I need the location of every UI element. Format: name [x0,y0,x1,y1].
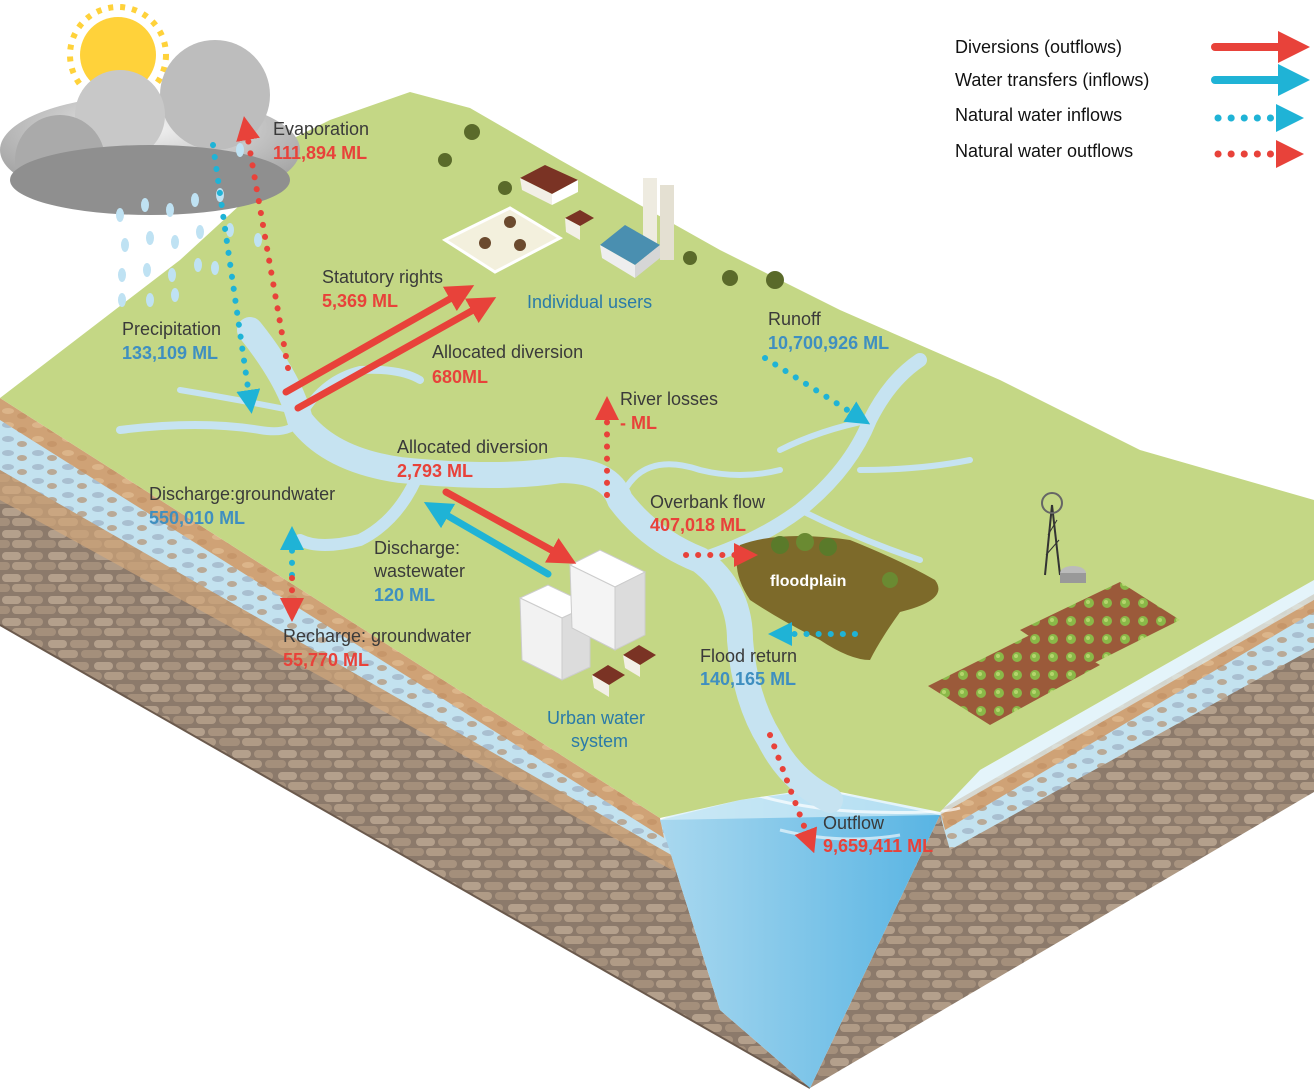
allocated-diversion-2-value: 2,793 ML [397,461,474,481]
legend-label-transfers: Water transfers (inflows) [955,70,1150,90]
evaporation-label: Evaporation [273,119,370,139]
discharge-groundwater-value: 550,010 ML [149,508,246,528]
overbank-flow-label: Overbank flow [650,492,766,512]
discharge-wastewater-value: 120 ML [374,585,436,605]
flood-return-label: Flood return [700,646,798,666]
cloud-icon [0,40,300,215]
runoff-label: Runoff [768,309,821,329]
overbank-flow-value: 407,018 ML [650,515,747,535]
discharge-wastewater-arrow [423,501,552,578]
discharge-groundwater-label: Discharge:groundwater [149,484,336,504]
urban-water-system-label-line2: system [571,731,629,751]
trees [438,124,784,289]
evaporation-arrow [236,116,291,371]
precipitation-label: Precipitation [122,319,222,339]
legend-label-natural-outflows: Natural water outflows [955,141,1134,161]
legend-label-diversions: Diversions (outflows) [955,37,1123,57]
urban-water-system-label-line1: Urban water [547,708,646,728]
statutory-rights-arrow [282,285,475,396]
runoff-value: 10,700,926 ML [768,333,890,353]
river-losses-value: - ML [620,413,657,433]
floodplain-trees [771,533,898,588]
windmill-icon [1041,492,1086,583]
outflow-label: Outflow [823,813,885,833]
floodplain-area [736,536,939,660]
precipitation-arrow [210,142,261,414]
outflow-value: 9,659,411 ML [823,836,934,856]
statutory-rights-label: Statutory rights [322,267,444,287]
legend-label-natural-inflows: Natural water inflows [955,105,1123,125]
discharge-wastewater-label-line2: wastewater [374,561,466,581]
allocated-diversion-2793-arrow [442,488,577,564]
allocated-diversion-1-label: Allocated diversion [432,342,584,362]
allocated-diversion-680-arrow [294,297,497,412]
individual-users-label: Individual users [527,292,653,312]
allocated-diversion-2-label: Allocated diversion [397,437,549,457]
precipitation-value: 133,109 ML [122,343,219,363]
crop-fields [928,582,1180,725]
evaporation-value: 111,894 ML [273,143,368,163]
land-surface [0,92,1314,818]
legend-swatches [1211,31,1310,168]
urban-buildings [518,549,656,697]
flood-return-value: 140,165 ML [700,669,797,689]
rain-drops [116,143,262,307]
discharge-wastewater-label-line1: Discharge: [374,538,461,558]
flow-arrows [210,116,871,854]
river-losses-label: River losses [620,389,719,409]
recharge-groundwater-label: Recharge: groundwater [283,626,472,646]
outflow-arrow [767,732,818,854]
individual-users-scene [441,165,674,278]
left-cross-section [0,398,811,1089]
statutory-rights-value: 5,369 ML [322,291,399,311]
floodplain-label: floodplain [770,573,847,590]
recharge-groundwater-value: 55,770 ML [283,650,370,670]
allocated-diversion-1-value: 680ML [432,367,489,387]
